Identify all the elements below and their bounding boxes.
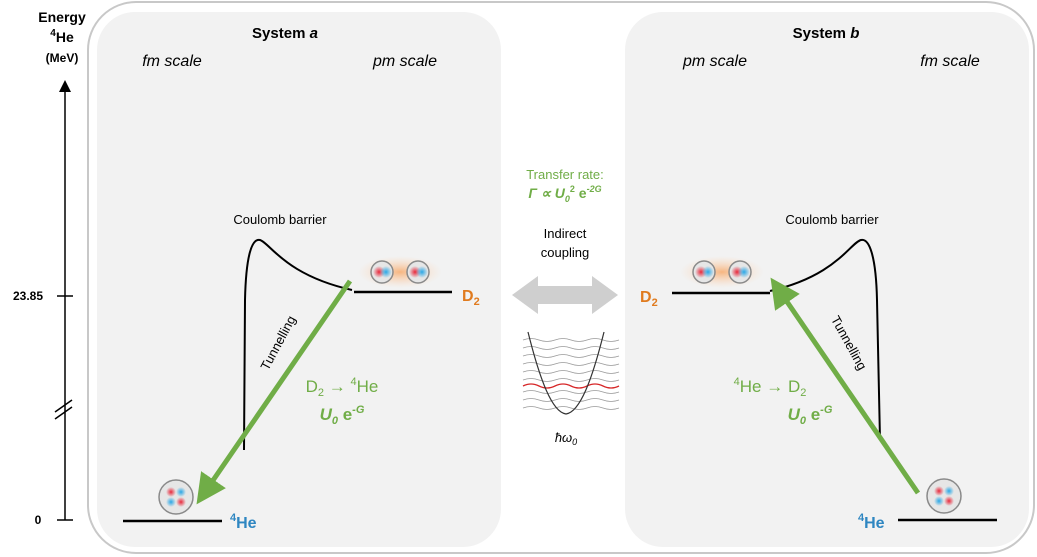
system-b-level-d2-label: D2 (640, 289, 658, 309)
system-a-scale-right: pm scale (372, 53, 437, 70)
system-b-panel (625, 12, 1029, 547)
axis-label-he: 4He (50, 28, 74, 45)
system-a-level-d2-label: D2 (462, 288, 480, 308)
system-a-tunnelling-arrow (196, 279, 353, 505)
coupling-label-line2: coupling (541, 245, 589, 260)
axis-break-1 (54, 399, 73, 413)
system-a-panel (97, 12, 501, 547)
system-b-scale-right: fm scale (920, 53, 980, 70)
system-b-level-he4-label: 4He (858, 512, 885, 532)
system-b-rate-label: U0 e-G (788, 404, 833, 427)
axis-label-energy: Energy (38, 9, 86, 25)
system-b-transition-label: 4He → D2 (734, 376, 807, 399)
system-a-coulomb-barrier (243, 238, 353, 451)
system-a-transition-label: D2 → 4He (306, 376, 379, 399)
energy-axis (54, 80, 73, 521)
system-b-coulomb-barrier (769, 238, 881, 441)
system-a-d2-molecule (358, 256, 442, 288)
transfer-rate-formula: Γ ∝ U02 e-2G (528, 184, 601, 204)
system-a-title: System a (252, 25, 318, 42)
coupling-label-line1: Indirect (544, 226, 587, 241)
axis-tick-label-23-85: 23.85 (13, 289, 43, 303)
system-a-rate-label: U0 e-G (320, 404, 365, 427)
oscillator-label: ħω0 (555, 430, 577, 447)
system-b-scale-left: pm scale (682, 53, 747, 70)
indirect-coupling-double-arrow (512, 276, 618, 314)
harmonic-oscillator-inset (520, 328, 620, 420)
system-a-level-he4-label: 4He (230, 512, 257, 532)
system-a-scale-left: fm scale (142, 53, 202, 70)
axis-break-2 (54, 406, 73, 420)
axis-tick-label-0: 0 (35, 513, 42, 527)
axis-label-unit: (MeV) (46, 51, 79, 65)
system-b-barrier-label: Coulomb barrier (785, 212, 879, 227)
system-b-tunnelling-arrow (770, 277, 921, 495)
system-b-he4-nucleus (926, 478, 962, 514)
system-b-d2-molecule (680, 256, 764, 288)
system-a-he4-nucleus (158, 479, 194, 515)
system-b-title: System b (793, 25, 860, 42)
transfer-rate-title: Transfer rate: (526, 167, 604, 182)
system-a-barrier-label: Coulomb barrier (233, 212, 327, 227)
